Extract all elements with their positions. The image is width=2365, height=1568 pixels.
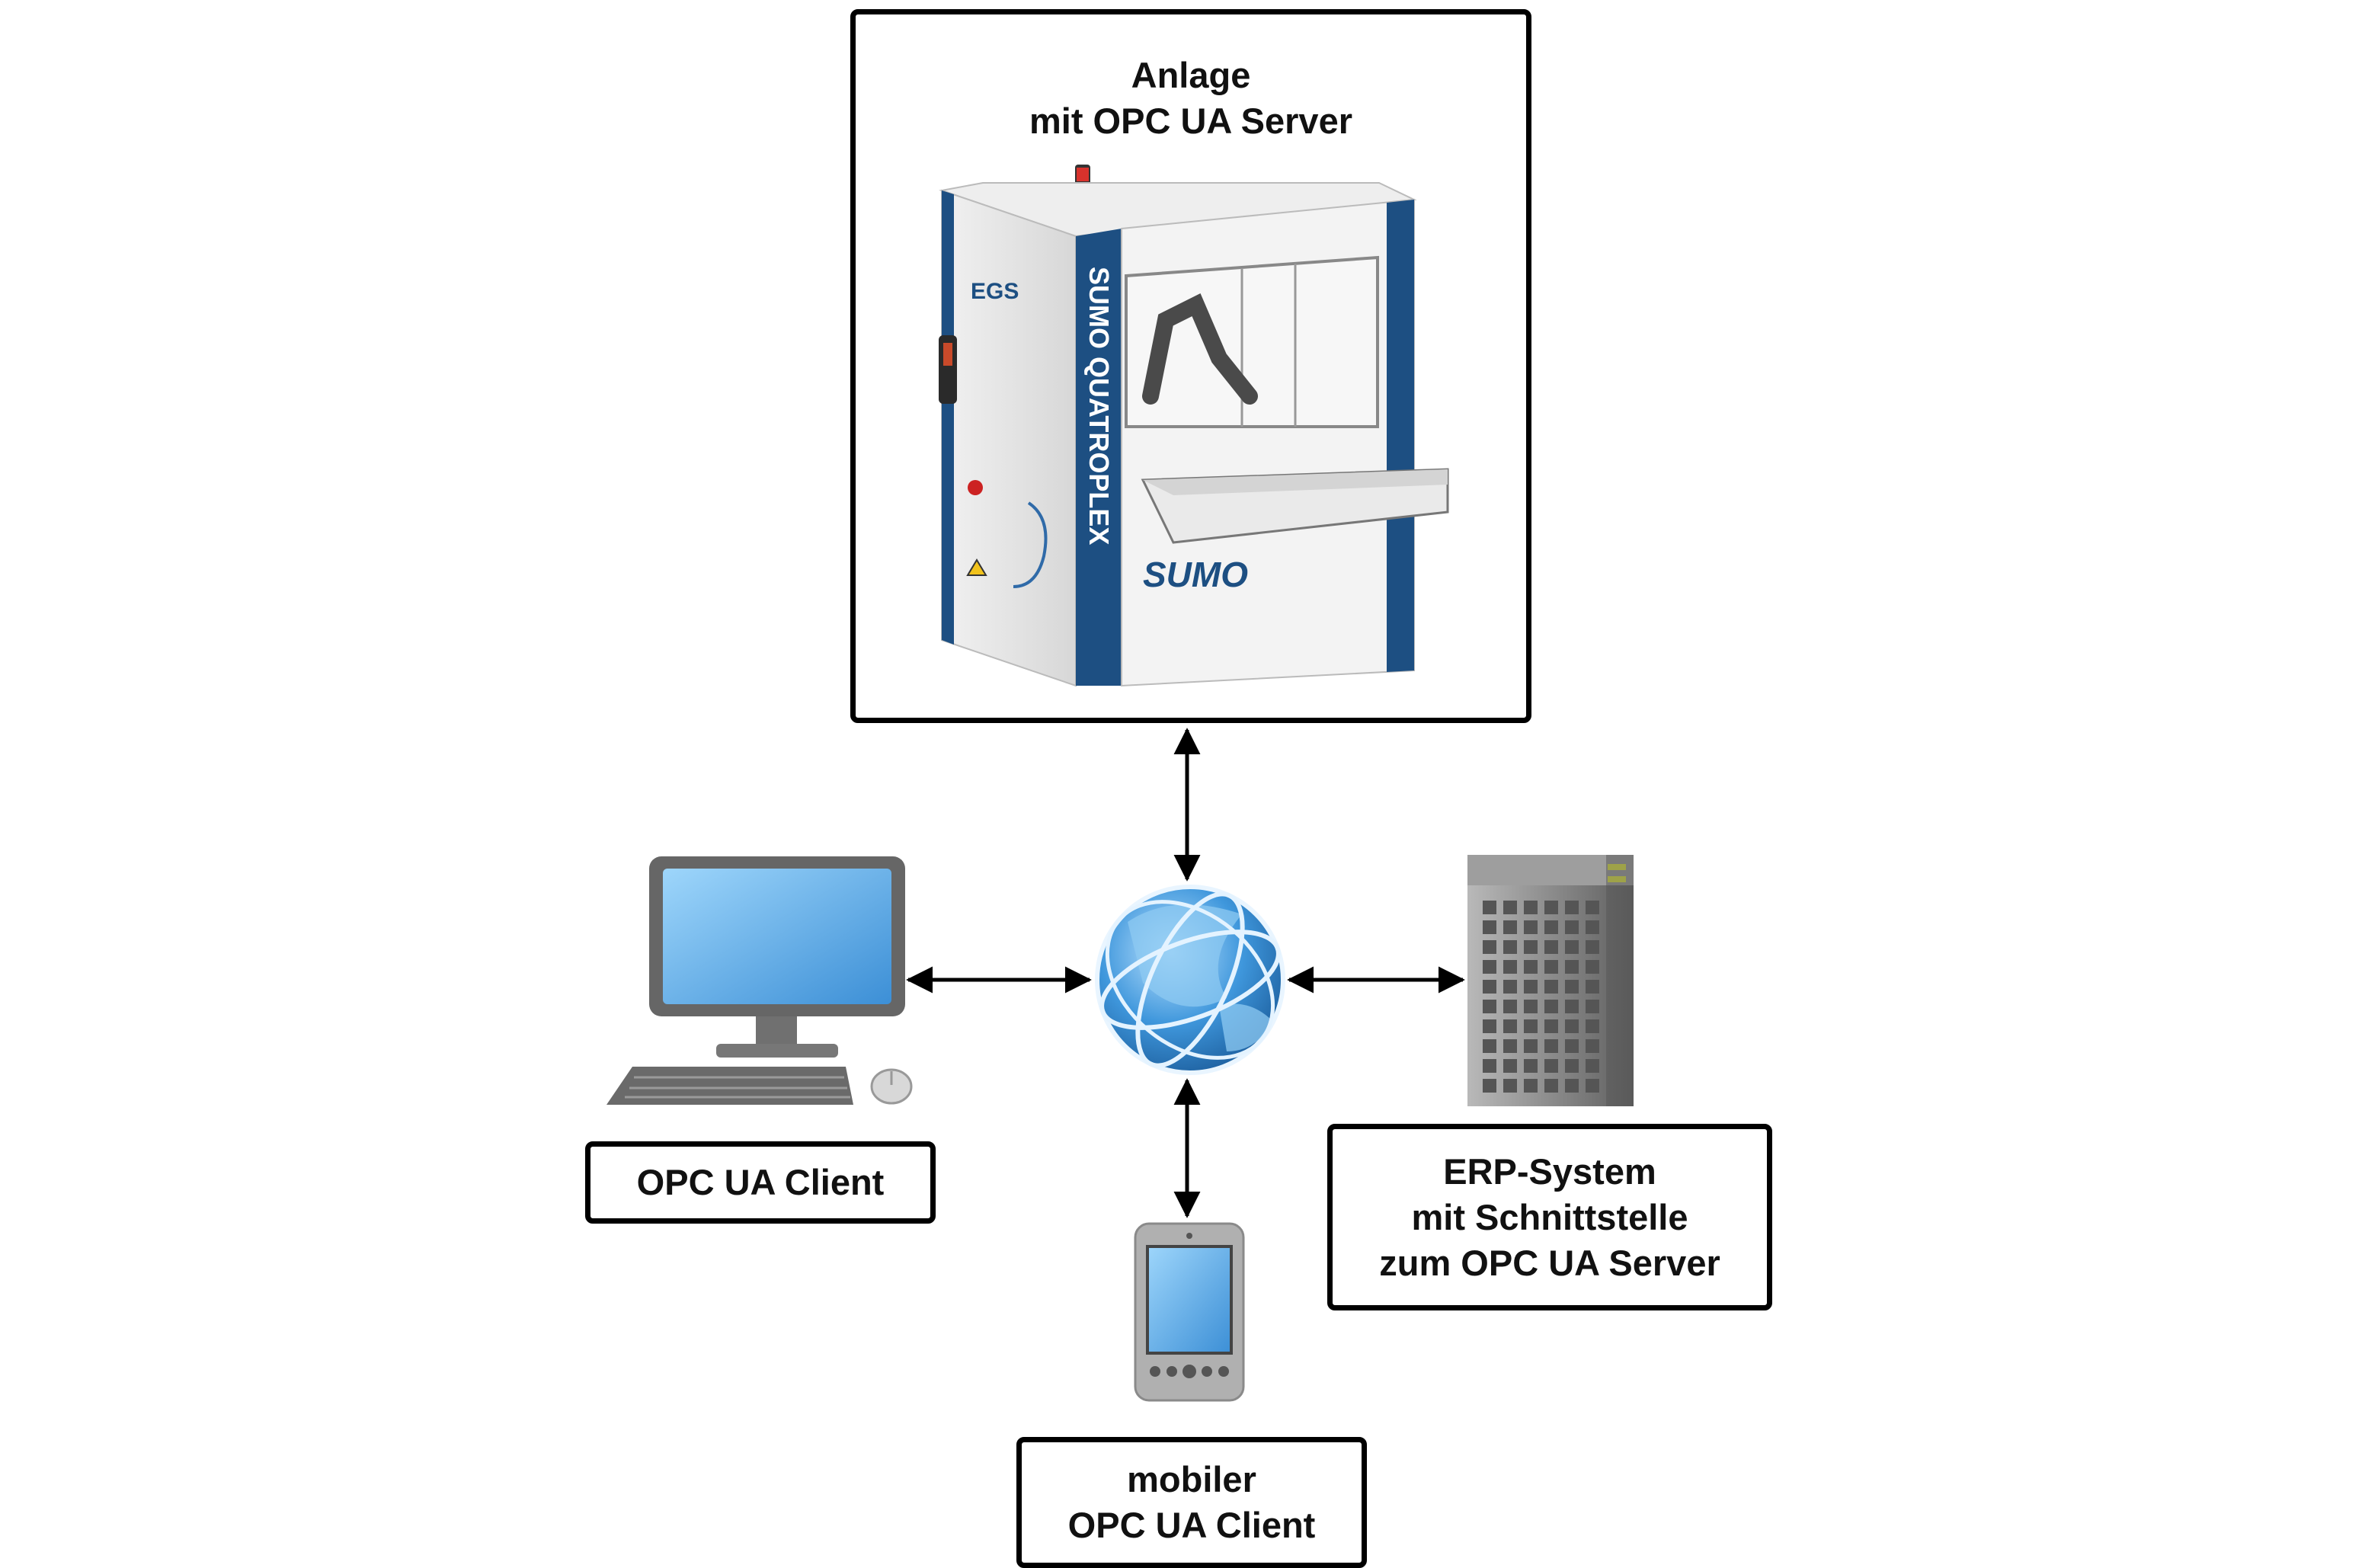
- server-vent-cell: [1503, 1039, 1517, 1053]
- server-vent-cell: [1544, 980, 1558, 994]
- industrial-machine-icon: [939, 165, 1449, 687]
- erp-system-node: ERP-System mit Schnittstelle zum OPC UA …: [1327, 1124, 1772, 1310]
- server-vent-cell: [1586, 1079, 1599, 1093]
- server-vent-cell: [1524, 1019, 1538, 1033]
- opc-ua-client-node: OPC UA Client: [585, 1141, 936, 1224]
- server-vent-cell: [1483, 1000, 1496, 1013]
- server-vent-cell: [1483, 1039, 1496, 1053]
- machine-brand-label: EGS: [971, 279, 1019, 304]
- server-vent-cell: [1524, 980, 1538, 994]
- machine-side-label: SUMO QUATROPLEX: [1083, 267, 1115, 545]
- server-vent-cell: [1544, 1059, 1558, 1073]
- server-vent-cell: [1483, 1079, 1496, 1093]
- smartphone-icon: [1134, 1222, 1245, 1402]
- server-vent-cell: [1565, 920, 1579, 934]
- server-vent-cell: [1544, 960, 1558, 974]
- server-vent-cell: [1586, 960, 1599, 974]
- server-vent-cell: [1503, 920, 1517, 934]
- server-vent-cell: [1544, 901, 1558, 914]
- server-vent-cell: [1483, 960, 1496, 974]
- server-vent-cell: [1483, 920, 1496, 934]
- server-vent-cell: [1565, 1000, 1579, 1013]
- server-vent-cell: [1524, 1000, 1538, 1013]
- server-vent-cell: [1586, 1000, 1599, 1013]
- server-vent-cell: [1544, 940, 1558, 954]
- server-vent-cell: [1524, 1079, 1538, 1093]
- server-vent-cell: [1503, 1059, 1517, 1073]
- server-vent-cell: [1503, 940, 1517, 954]
- server-vent-cell: [1524, 901, 1538, 914]
- server-vent-cell: [1524, 920, 1538, 934]
- server-vent-cell: [1524, 960, 1538, 974]
- server-vent-cell: [1586, 1019, 1599, 1033]
- server-vent-cell: [1503, 960, 1517, 974]
- server-vent-cell: [1586, 980, 1599, 994]
- server-vent-cell: [1524, 1039, 1538, 1053]
- server-tower-icon: [1467, 855, 1634, 1106]
- server-vent-cell: [1565, 940, 1579, 954]
- machine-front-logo: SUMO: [1143, 555, 1248, 594]
- server-vent-cell: [1503, 980, 1517, 994]
- server-vent-cell: [1565, 1039, 1579, 1053]
- server-vent-cell: [1503, 1000, 1517, 1013]
- erp-label-line-3: zum OPC UA Server: [1379, 1242, 1720, 1283]
- server-vent-cell: [1544, 920, 1558, 934]
- server-vent-cell: [1586, 1059, 1599, 1073]
- mobile-label-line-2: OPC UA Client: [1067, 1505, 1316, 1545]
- server-vent-cell: [1586, 901, 1599, 914]
- server-vent-cell: [1565, 1079, 1579, 1093]
- server-vent-cell: [1544, 1039, 1558, 1053]
- server-vent-cell: [1565, 980, 1579, 994]
- anlage-label-line-2: mit OPC UA Server: [1029, 101, 1352, 141]
- server-vent-cell: [1586, 940, 1599, 954]
- erp-label-line-1: ERP-System: [1443, 1150, 1656, 1192]
- desktop-computer-icon: [606, 856, 913, 1105]
- mobile-client-node: mobiler OPC UA Client: [1016, 1437, 1367, 1568]
- server-vent-cell: [1544, 1000, 1558, 1013]
- server-vent-cell: [1483, 980, 1496, 994]
- mobile-label-line-1: mobiler: [1127, 1459, 1256, 1499]
- anlage-label-line-1: Anlage: [1131, 55, 1251, 95]
- server-vent-cell: [1565, 901, 1579, 914]
- server-vent-cell: [1483, 1019, 1496, 1033]
- server-vent-cell: [1483, 1059, 1496, 1073]
- server-vent-cell: [1483, 901, 1496, 914]
- erp-label-line-2: mit Schnittstelle: [1411, 1196, 1688, 1237]
- server-vent-cell: [1586, 1039, 1599, 1053]
- server-vent-cell: [1565, 1019, 1579, 1033]
- server-vent-cell: [1565, 960, 1579, 974]
- globe-network-icon: [1095, 885, 1285, 1075]
- server-vent-cell: [1544, 1079, 1558, 1093]
- server-vent-cell: [1565, 1059, 1579, 1073]
- server-vent-cell: [1544, 1019, 1558, 1033]
- server-vent-cell: [1503, 901, 1517, 914]
- server-vent-cell: [1503, 1079, 1517, 1093]
- server-vent-cell: [1586, 920, 1599, 934]
- client-label: OPC UA Client: [636, 1162, 885, 1202]
- server-vent-cell: [1503, 1019, 1517, 1033]
- server-vent-cell: [1483, 940, 1496, 954]
- server-vent-cell: [1524, 940, 1538, 954]
- server-vent-cell: [1524, 1059, 1538, 1073]
